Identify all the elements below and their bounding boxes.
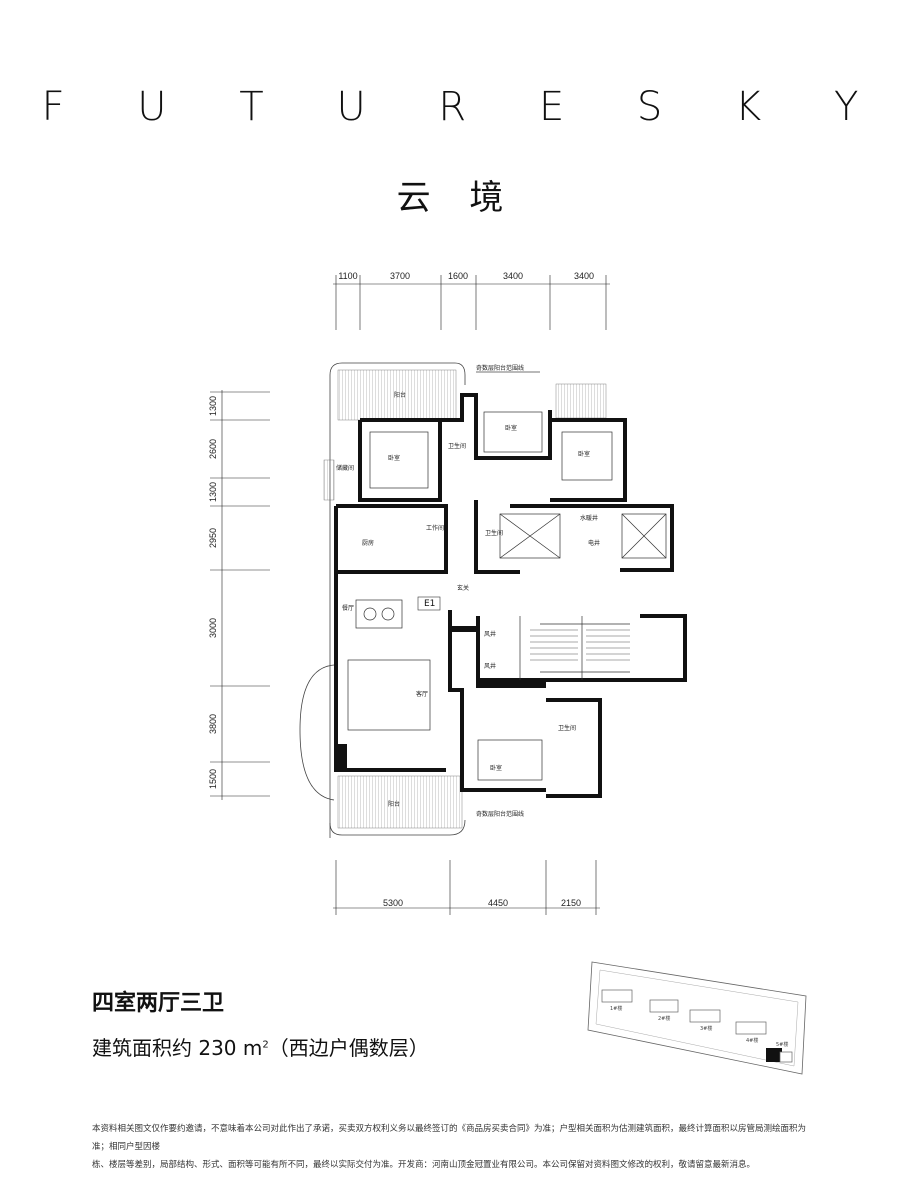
top-dim-4: 3400 <box>503 271 523 281</box>
label-elec: 电井 <box>588 539 600 547</box>
bottom-dim-3: 2150 <box>561 898 581 908</box>
left-dim-1: 1300 <box>208 396 218 416</box>
area-prefix: 建筑面积约 230 m <box>92 1036 263 1060</box>
elevator-tag-box <box>417 596 441 611</box>
label-kitchen: 厨房 <box>362 539 374 547</box>
balcony-note-top: 奇数层阳台范围线 <box>476 364 524 372</box>
brand-title: F U T U R E S K Y <box>41 84 889 130</box>
label-storage: 储藏间 <box>336 464 354 472</box>
balcony-note-bottom: 奇数层阳台范围线 <box>476 810 524 818</box>
left-dimension <box>210 390 270 800</box>
label-water: 水暖井 <box>580 514 598 522</box>
layout-title: 四室两厅三卫 <box>92 991 225 1016</box>
walls <box>334 393 687 798</box>
keyplan-b5: 5#楼 <box>776 1041 788 1048</box>
label-bedroom-4: 卧室 <box>490 764 502 772</box>
label-bedroom-3: 卧室 <box>578 450 590 458</box>
balcony-hatch <box>323 369 607 829</box>
label-bedroom-2: 卧室 <box>505 424 517 432</box>
area-line: 建筑面积约 230 m2（西边户偶数层） <box>92 1032 429 1061</box>
left-dim-2: 2600 <box>208 439 218 459</box>
bottom-dim-2: 4450 <box>488 898 508 908</box>
disclaimer-line-1: 本资料相关图文仅作要约邀请，不意味着本公司对此作出了承诺，买卖双方权利义务以最终… <box>92 1124 807 1152</box>
keyplan-b3: 3#楼 <box>700 1025 712 1032</box>
label-workroom: 工作间 <box>426 524 444 532</box>
label-balcony-bottom: 阳台 <box>388 800 400 808</box>
keyplan-b2: 2#楼 <box>658 1015 670 1022</box>
area-sup: 2 <box>262 1039 269 1051</box>
key-plan-highlight <box>766 1048 782 1062</box>
label-bedroom-1: 卧室 <box>388 454 400 462</box>
label-foyer: 玄关 <box>457 584 469 592</box>
label-elevator: E1 <box>424 599 435 609</box>
left-dim-6: 3800 <box>208 714 218 734</box>
balcony-outline <box>299 362 540 838</box>
label-shaft-1: 风井 <box>484 630 496 638</box>
label-balcony-top: 阳台 <box>394 391 406 399</box>
top-dim-3: 1600 <box>448 271 468 281</box>
disclaimer: 本资料相关图文仅作要约邀请，不意味着本公司对此作出了承诺，买卖双方权利义务以最终… <box>92 1120 822 1174</box>
key-plan: 1#楼 2#楼 3#楼 4#楼 5#楼 <box>587 961 807 1075</box>
top-dim-2: 3700 <box>390 271 410 281</box>
left-dim-7: 1500 <box>208 769 218 789</box>
top-dim-5: 3400 <box>574 271 594 281</box>
top-dim-1: 1100 <box>338 271 357 281</box>
bottom-dimension <box>333 860 600 915</box>
wall-fill <box>337 626 546 770</box>
project-subtitle: 云 境 <box>396 178 518 218</box>
label-dining: 餐厅 <box>342 604 354 612</box>
top-dimension <box>333 275 610 330</box>
keyplan-b1: 1#楼 <box>610 1005 622 1012</box>
label-bath-1: 卫生间 <box>448 442 466 450</box>
label-shaft-2: 风井 <box>484 662 496 670</box>
keyplan-b4: 4#楼 <box>746 1037 758 1044</box>
left-dim-4: 2950 <box>208 528 218 548</box>
disclaimer-line-2: 栋、楼层等差别，局部结构、形式、面积等可能有所不同，最终以实际交付为准。开发商：… <box>92 1160 756 1170</box>
dining-table <box>355 599 403 629</box>
label-bath-2: 卫生间 <box>485 529 503 537</box>
inner-lines <box>347 411 667 781</box>
floor-plan: 1100 3700 1600 3400 3400 1300 2600 1300 … <box>208 271 687 915</box>
area-suffix: （西边户偶数层） <box>268 1036 429 1060</box>
left-dim-5: 3000 <box>208 618 218 638</box>
bottom-dim-1: 5300 <box>383 898 403 908</box>
left-dim-3: 1300 <box>208 482 218 502</box>
stairs <box>530 629 630 661</box>
label-living: 客厅 <box>416 690 428 698</box>
label-bath-3: 卫生间 <box>558 724 576 732</box>
